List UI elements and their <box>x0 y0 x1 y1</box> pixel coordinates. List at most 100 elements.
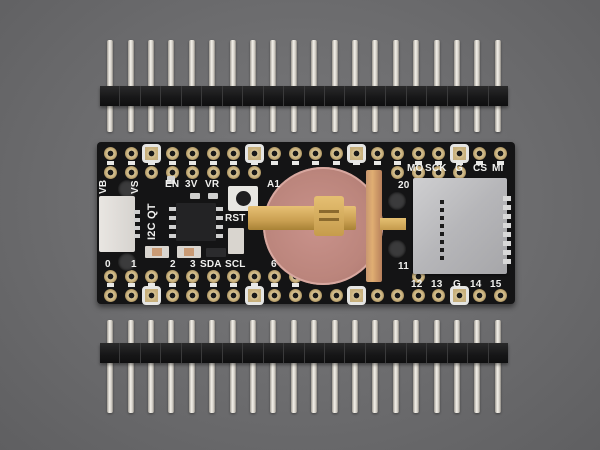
label-15: 15 <box>490 279 502 290</box>
round-pad <box>165 166 179 179</box>
round-pad <box>227 147 240 160</box>
sd-pin <box>503 223 511 228</box>
mounting-hole <box>388 192 406 210</box>
label-20: 20 <box>398 180 410 191</box>
sd-contact <box>440 240 444 244</box>
round-pad <box>206 147 220 160</box>
header-segment <box>100 86 121 106</box>
round-pad <box>329 289 343 302</box>
round-pad <box>124 270 138 283</box>
square-pad <box>449 286 469 305</box>
header-pin <box>413 320 420 413</box>
round-pad <box>206 166 220 179</box>
silkscreen-mark <box>189 283 196 287</box>
header-segment <box>345 343 366 363</box>
round-pad <box>227 289 240 302</box>
header-segment <box>120 86 141 106</box>
header-pin <box>290 320 297 413</box>
component <box>208 193 218 199</box>
header-segment <box>100 343 121 363</box>
battery-contact <box>366 170 382 282</box>
header-segment <box>427 86 448 106</box>
header-segment <box>305 343 325 363</box>
square-pad <box>449 144 469 163</box>
silkscreen-mark <box>168 283 176 287</box>
silkscreen-mark <box>394 161 401 165</box>
header-pin <box>107 320 114 413</box>
round-pad <box>186 147 199 160</box>
header-segment <box>182 86 203 106</box>
silkscreen-mark <box>250 161 258 165</box>
sd-contact <box>440 256 444 260</box>
label-rst: RST <box>225 213 246 224</box>
round-pad <box>493 289 507 302</box>
silkscreen-mark <box>250 283 258 287</box>
round-pad <box>288 289 302 302</box>
square-pad <box>347 286 366 305</box>
sd-contact <box>440 200 444 204</box>
sd-pin <box>503 259 511 264</box>
resistor <box>206 248 226 257</box>
reset-button <box>228 186 258 211</box>
header-segment <box>264 86 285 106</box>
label-mo: MO <box>407 163 424 174</box>
silkscreen-mark <box>127 283 135 287</box>
sd-pin <box>503 214 511 219</box>
round-pad <box>165 147 179 160</box>
header-segment <box>264 343 285 363</box>
header-segment <box>284 343 305 363</box>
label-sck: SCK <box>425 163 447 174</box>
header-pin <box>229 320 236 413</box>
header-pin <box>392 320 399 413</box>
header-segment <box>223 86 244 106</box>
label-1: 1 <box>131 259 137 270</box>
component <box>190 193 200 199</box>
header-segment <box>182 343 203 363</box>
silkscreen-mark <box>271 283 278 287</box>
round-pad <box>411 166 425 179</box>
header-pin <box>474 320 481 413</box>
label-cs: CS <box>473 163 488 174</box>
mounting-hole <box>118 253 136 271</box>
square-pad <box>244 286 264 305</box>
top-pin-header <box>100 40 508 132</box>
header-segment <box>407 86 428 106</box>
round-pad <box>186 289 199 302</box>
label-a1: A1 <box>267 179 281 190</box>
header-pin <box>209 320 216 413</box>
battery-clip-tab <box>314 196 344 236</box>
silkscreen-mark <box>107 283 114 287</box>
header-segment <box>448 86 469 106</box>
round-pad <box>165 270 179 283</box>
header-segment <box>161 86 182 106</box>
silkscreen-mark <box>148 161 155 165</box>
label-14: 14 <box>470 279 482 290</box>
sd-contact <box>440 216 444 220</box>
header-segment <box>161 343 182 363</box>
round-pad <box>206 289 220 302</box>
round-pad <box>104 166 117 179</box>
sd-pin <box>503 250 511 255</box>
round-pad <box>473 289 486 302</box>
header-segment <box>366 343 387 363</box>
round-pad <box>206 270 220 283</box>
label-3v: 3V <box>185 179 198 190</box>
round-pad <box>493 147 507 160</box>
header-pin <box>372 320 379 413</box>
label-sda: SDA <box>200 259 222 270</box>
round-pad <box>309 147 322 160</box>
header-segment <box>223 343 244 363</box>
silkscreen-mark <box>148 283 155 287</box>
round-pad <box>473 147 486 160</box>
square-pad <box>142 286 161 305</box>
round-pad <box>124 166 138 179</box>
header-segment <box>305 86 325 106</box>
header-pin <box>168 320 175 413</box>
round-pad <box>391 289 404 302</box>
label-0: 0 <box>105 259 111 270</box>
silkscreen-mark <box>127 161 135 165</box>
round-pad <box>145 166 158 179</box>
label-11: 11 <box>398 261 409 272</box>
header-segment <box>448 343 469 363</box>
square-pad <box>347 144 366 163</box>
